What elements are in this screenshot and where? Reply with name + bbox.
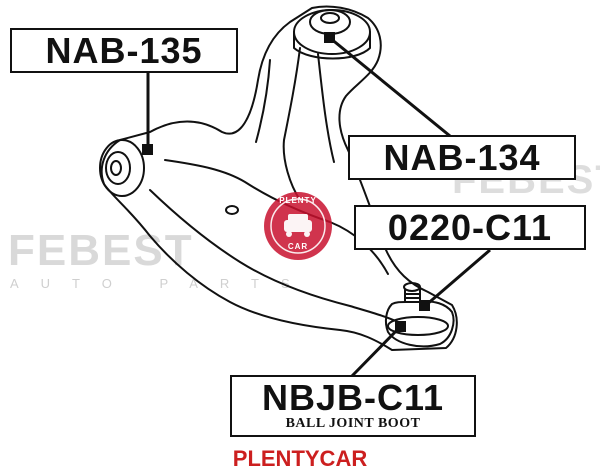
leader-line-nbjb (350, 325, 402, 378)
part-label-0220-c11: 0220-C11 (354, 205, 586, 250)
rear-arm-ridge-2 (282, 47, 301, 201)
arm-hole (225, 205, 239, 215)
part-number-nab-134: NAB-134 (383, 136, 541, 178)
leader-line-nab134 (329, 36, 451, 138)
front-bushing-inner (105, 151, 131, 185)
brand-watermark: FEBEST (8, 226, 194, 275)
brand-watermark-subtitle: AUTO PARTS (10, 276, 312, 291)
part-number-0220-c11: 0220-C11 (387, 206, 553, 248)
badge-circle-icon (264, 192, 332, 260)
part-description-ball-joint-boot: BALL JOINT BOOT (285, 416, 421, 431)
rear-arm-ridge-3 (317, 53, 335, 163)
part-number-nab-135: NAB-135 (45, 29, 203, 71)
footer-brand: PLENTYCAR (232, 446, 368, 471)
part-label-nab-134: NAB-134 (348, 135, 576, 180)
plentycar-badge: PLENTY CAR (262, 190, 334, 262)
leader-line-0220 (424, 248, 491, 308)
marker-0220 (419, 300, 430, 311)
front-bushing-outer (99, 139, 145, 197)
badge-top-text: PLENTY (279, 196, 317, 205)
rear-bushing-core (320, 12, 340, 24)
front-bushing-core (110, 160, 122, 176)
rear-bushing-side (293, 31, 371, 60)
marker-nab135 (142, 144, 153, 155)
part-number-nbjb-c11: NBJB-C11 (261, 377, 445, 418)
rear-arm-ridge (255, 59, 271, 143)
badge-bottom-text: CAR (287, 242, 309, 251)
ball-joint-stud-top (403, 282, 421, 292)
marker-nab134 (324, 32, 335, 43)
arm-inner-ridge-lower (149, 189, 399, 323)
part-label-nab-135: NAB-135 (10, 28, 238, 73)
ball-joint-thread (404, 293, 421, 299)
marker-nbjb (395, 321, 406, 332)
ball-joint-boot-shape (384, 300, 455, 348)
ball-joint-boot-rim (387, 316, 449, 336)
part-label-nbjb-c11: NBJB-C11 BALL JOINT BOOT (230, 375, 476, 437)
